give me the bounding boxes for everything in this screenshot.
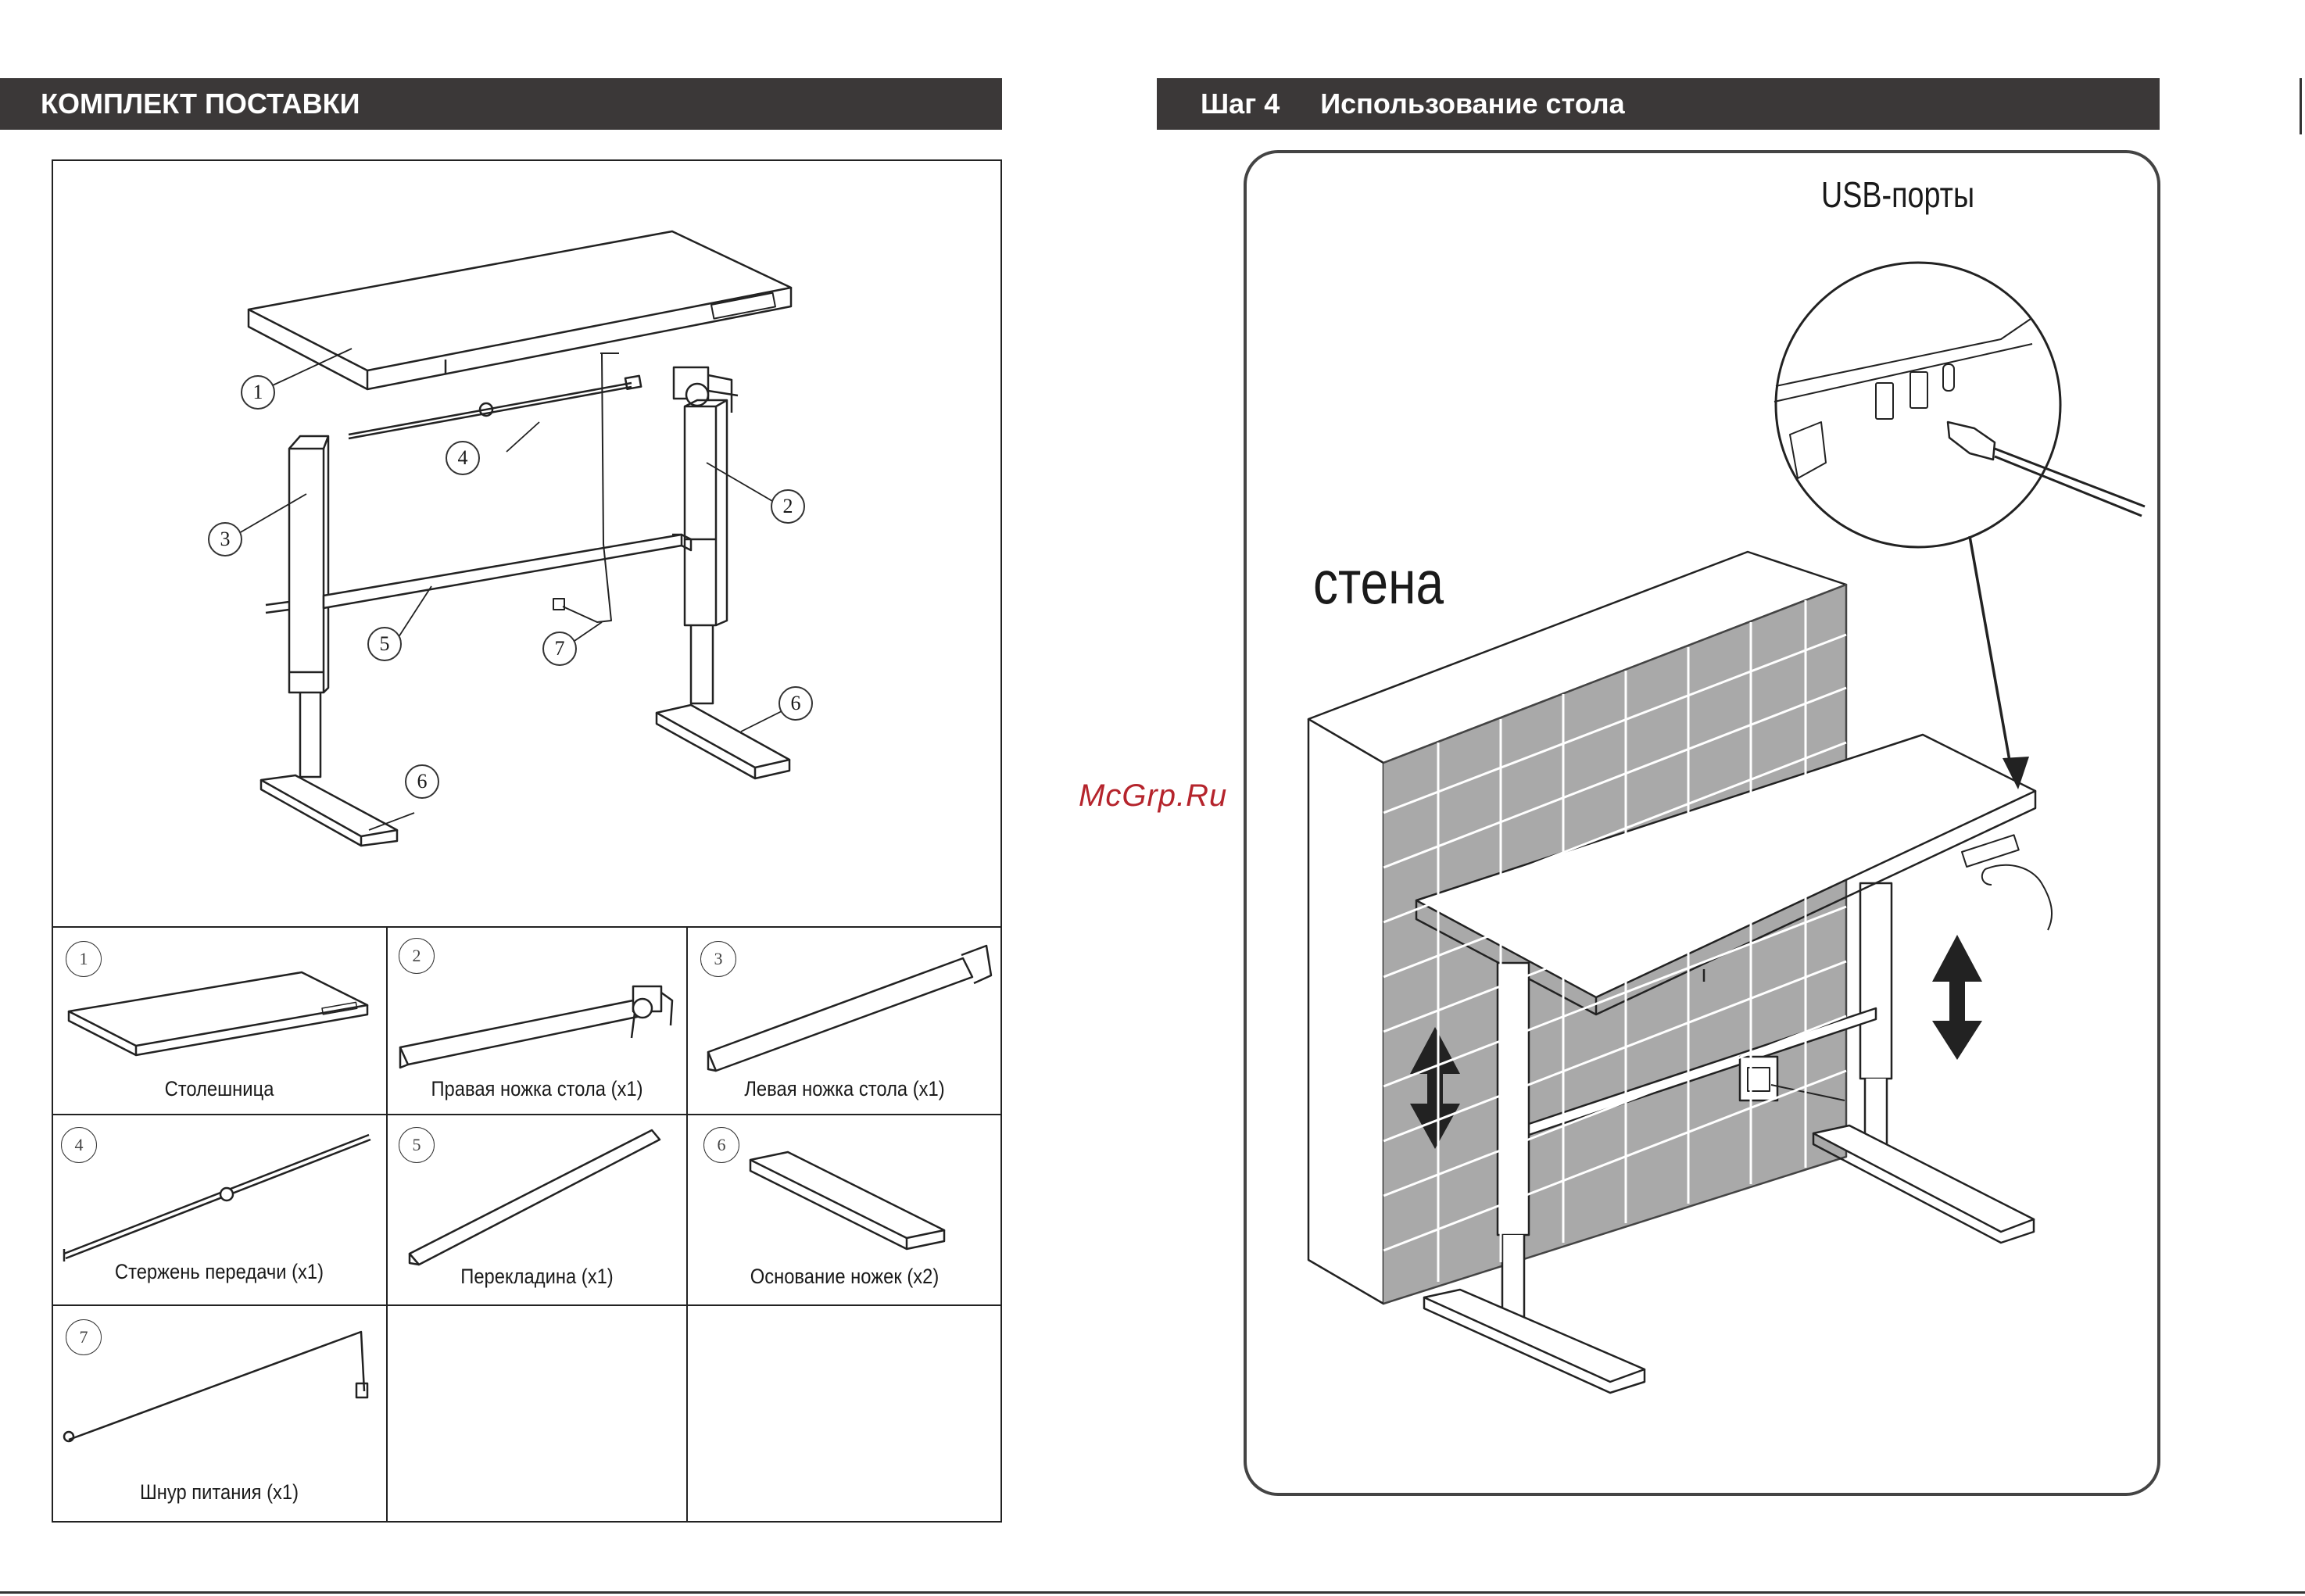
part-number-7: 7 xyxy=(66,1319,102,1355)
exploded-cord-drawing xyxy=(553,353,619,622)
usage-illustration-frame xyxy=(1244,150,2160,1496)
part-label-cord: Шнур питания (x1) xyxy=(72,1480,367,1505)
callout-3: 3 xyxy=(208,522,242,556)
part-number-1: 1 xyxy=(66,941,102,977)
part-number-5: 5 xyxy=(399,1127,435,1163)
part-rod-drawing xyxy=(64,1135,370,1261)
part-number-3: 3 xyxy=(700,941,736,977)
exploded-tabletop-drawing xyxy=(249,231,791,389)
part-label-crossbar: Перекладина (x1) xyxy=(405,1265,669,1289)
part-right-leg-drawing xyxy=(400,986,672,1068)
callout-4: 4 xyxy=(446,441,480,475)
watermark: McGrp.Ru xyxy=(1079,778,1227,814)
part-label-left-leg: Левая ножка стола (x1) xyxy=(706,1077,983,1101)
part-label-tabletop: Столешница xyxy=(72,1077,367,1101)
part-label-foot: Основание ножек (x2) xyxy=(706,1265,983,1289)
callout-1: 1 xyxy=(241,375,275,410)
callout-2: 2 xyxy=(771,489,805,524)
exploded-right-leg-drawing xyxy=(685,400,727,703)
part-foot-drawing xyxy=(750,1152,944,1249)
part-label-right-leg: Правая ножка стола (x1) xyxy=(405,1077,669,1101)
exploded-left-foot-drawing xyxy=(261,775,397,846)
part-number-6: 6 xyxy=(703,1127,739,1163)
callout-6-right: 6 xyxy=(778,686,813,721)
exploded-right-foot-drawing xyxy=(657,705,789,778)
wall-label: стена xyxy=(1313,547,1444,618)
page-bottom-rule xyxy=(0,1591,2305,1594)
part-tabletop-drawing xyxy=(69,972,367,1055)
usb-ports-label: USB-порты xyxy=(1821,174,1974,216)
exploded-left-leg-drawing xyxy=(266,436,328,777)
callout-6-left: 6 xyxy=(405,764,439,799)
part-number-4: 4 xyxy=(61,1127,97,1163)
callout-5: 5 xyxy=(367,627,402,661)
exploded-crossbar-drawing xyxy=(324,535,691,608)
callout-7: 7 xyxy=(542,632,577,666)
part-number-2: 2 xyxy=(399,938,435,974)
part-cord-drawing xyxy=(64,1332,367,1441)
part-label-rod: Стержень передачи (x1) xyxy=(72,1260,367,1284)
part-crossbar-drawing xyxy=(410,1130,660,1265)
part-left-leg-drawing xyxy=(708,946,991,1071)
